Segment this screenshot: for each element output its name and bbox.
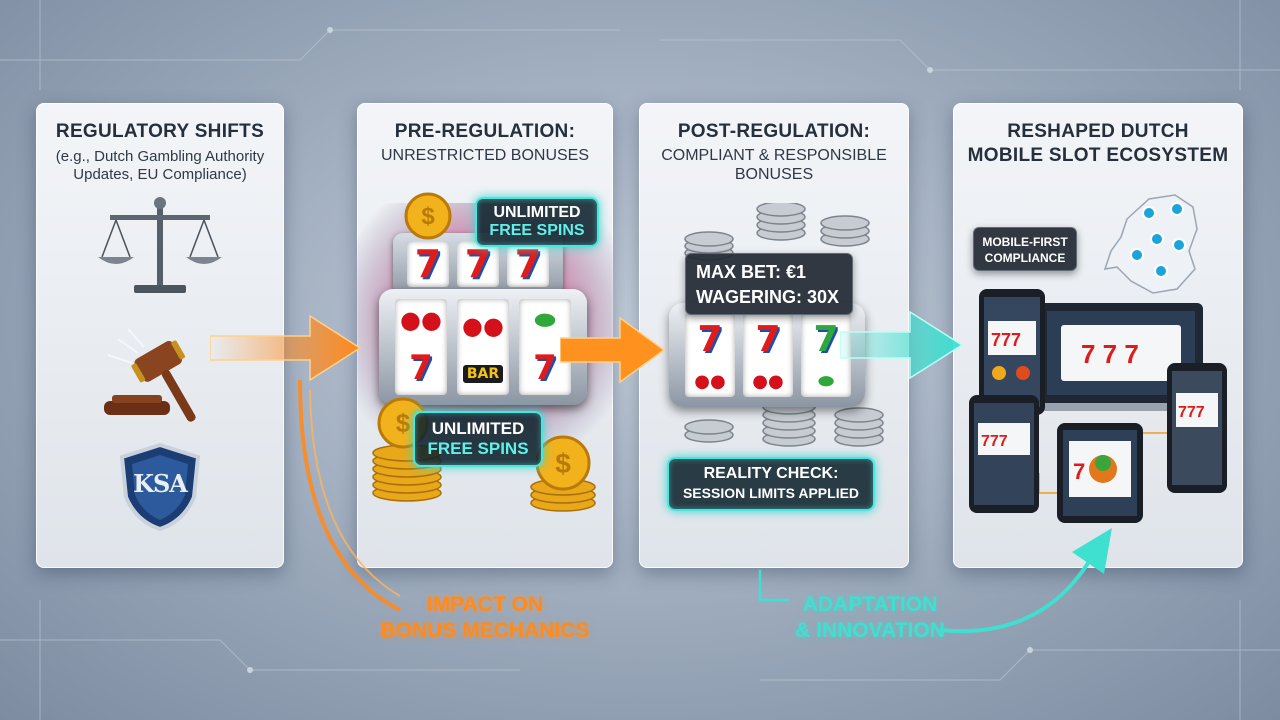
reel-back-3: 7 <box>507 241 549 287</box>
device-cluster: 7 7 7 777 777 777 7 <box>969 289 1227 523</box>
impact-label-line2: BONUS MECHANICS <box>380 619 590 642</box>
panel-subtitle-regulatory-2: Updates, EU Compliance) <box>73 166 247 183</box>
reel-compliant-1: 7●● <box>685 313 735 397</box>
bar-symbol: BAR <box>462 364 504 383</box>
panel-subtitle-regulatory-1: (e.g., Dutch Gambling Authority <box>55 148 265 165</box>
badge-bottom-line1: UNLIMITED <box>431 419 525 438</box>
panel-subtitle-post-regulation-2: BONUSES <box>734 166 814 183</box>
badge-top-line1: UNLIMITED <box>493 204 581 221</box>
adaptation-innovation-label: ADAPTATION & INNOVATION <box>780 592 960 644</box>
panel-reshaped-ecosystem: RESHAPED DUTCH MOBILE SLOT ECOSYSTEM MOB… <box>953 103 1243 568</box>
orange-arrow-2 <box>560 316 666 384</box>
panel-title-ecosystem-2: MOBILE SLOT ECOSYSTEM <box>967 145 1229 166</box>
slot-machine-front: ●● 7 ●● BAR ⬬ 7 <box>379 289 587 405</box>
reality-check-line1: REALITY CHECK: <box>703 465 839 482</box>
panel-pre-regulation: PRE-REGULATION: UNRESTRICTED BONUSES 7 7… <box>357 103 613 568</box>
slot-machine-compliant: 7●● 7●● 7⬬ <box>669 303 865 407</box>
orange-arrow-1 <box>210 314 362 382</box>
svg-text:777: 777 <box>991 330 1021 350</box>
panel-subtitle-pre-regulation: UNRESTRICTED BONUSES <box>380 147 590 164</box>
svg-text:$: $ <box>421 203 435 230</box>
badge-bottom-line2: FREE SPINS <box>427 439 529 458</box>
unlimited-free-spins-badge-top: UNLIMITED FREE SPINS <box>475 197 599 247</box>
silver-coin-stacks <box>684 203 884 447</box>
cyan-arrow-1 <box>840 310 964 380</box>
reality-check-badge: REALITY CHECK: SESSION LIMITS APPLIED <box>667 457 875 511</box>
compliance-tag-line1: MOBILE-FIRST <box>982 235 1068 249</box>
reel-front-1: ●● 7 <box>395 299 447 395</box>
bet-limits-card: MAX BET: €1 WAGERING: 30x <box>685 253 853 315</box>
impact-label-line1: IMPACT ON <box>426 593 544 616</box>
ksa-shield-icon <box>119 443 201 531</box>
netherlands-map-icon <box>1103 194 1198 294</box>
mobile-first-compliance-tag: MOBILE-FIRST COMPLIANCE <box>973 227 1077 271</box>
reel-compliant-2: 7●● <box>743 313 793 397</box>
svg-text:7: 7 <box>1073 459 1085 484</box>
panel-regulatory-shifts: REGULATORY SHIFTS (e.g., Dutch Gambling … <box>36 103 284 568</box>
reel-back-2: 7 <box>457 241 499 287</box>
ksa-shield-label: KSA <box>133 469 188 498</box>
reality-check-line2: SESSION LIMITS APPLIED <box>682 485 860 501</box>
svg-text:7 7 7: 7 7 7 <box>1081 339 1139 369</box>
wagering-text: WAGERING: 30x <box>696 287 840 307</box>
svg-text:$: $ <box>396 408 411 438</box>
panel-subtitle-post-regulation-1: COMPLIANT & RESPONSIBLE <box>661 147 887 164</box>
panel-title-pre-regulation: PRE-REGULATION: <box>394 121 576 142</box>
max-bet-text: MAX BET: €1 <box>696 262 807 282</box>
reel-front-3: ⬬ 7 <box>519 299 571 395</box>
scales-of-justice-icon <box>98 197 222 293</box>
reel-back-1: 7 <box>407 241 449 287</box>
svg-text:$: $ <box>555 448 571 479</box>
reel-front-2: ●● BAR <box>457 299 509 395</box>
adapt-label-line2: & INNOVATION <box>795 619 945 642</box>
compliance-tag-line2: COMPLIANCE <box>984 251 1066 265</box>
badge-top-line2: FREE SPINS <box>489 222 585 239</box>
gold-coins-top: $ <box>404 192 452 240</box>
impact-on-bonus-mechanics-label: IMPACT ON BONUS MECHANICS <box>370 592 600 644</box>
gavel-icon <box>104 328 196 422</box>
svg-text:777: 777 <box>1178 404 1205 421</box>
svg-text:777: 777 <box>981 433 1008 450</box>
panel-title-ecosystem-1: RESHAPED DUTCH <box>1007 121 1189 142</box>
panel-title-regulatory: REGULATORY SHIFTS <box>55 121 265 142</box>
gold-coin-stack-right: $ <box>530 435 596 512</box>
adapt-label-line1: ADAPTATION <box>802 593 938 616</box>
panel-title-post-regulation: POST-REGULATION: <box>677 121 871 142</box>
unlimited-free-spins-badge-bottom: UNLIMITED FREE SPINS <box>413 411 543 467</box>
